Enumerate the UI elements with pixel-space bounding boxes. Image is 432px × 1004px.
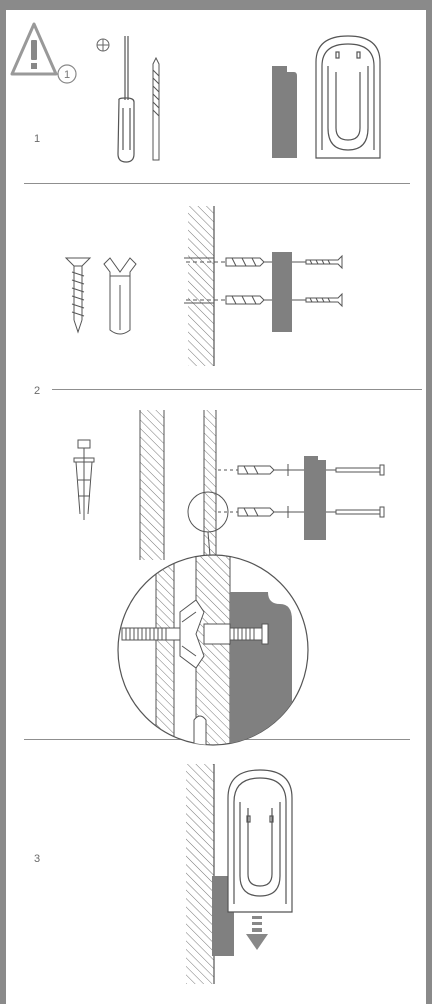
anchor-upper-icon: [186, 257, 272, 267]
screw-icon: [64, 257, 92, 334]
step-number-3: 3: [34, 853, 41, 865]
bolt-lower-icon: [326, 506, 385, 518]
drill-bit-icon: [152, 56, 160, 161]
warning-triangle-icon: 1: [10, 22, 77, 84]
anchor-lower-icon: [186, 295, 272, 305]
mount-screw-lower-icon: [292, 292, 343, 308]
holder-step3-icon: [227, 769, 293, 913]
wall-plug-icon: [103, 257, 137, 335]
magnified-detail-icon: [117, 554, 309, 746]
bracket-hollow-icon: [304, 456, 326, 540]
hollow-wall-icon: [139, 410, 217, 560]
warning-badge: 1: [64, 69, 70, 81]
toggle-anchor-icon: [73, 439, 95, 520]
step-number-2: 2: [34, 385, 41, 397]
holder-front-icon: [315, 35, 381, 159]
wall-icon: [184, 206, 215, 366]
bolt-upper-icon: [326, 464, 385, 476]
toggle-upper-icon: [218, 464, 304, 476]
bracket-icon: [272, 252, 292, 332]
phillips-symbol-icon: [96, 38, 110, 52]
step-number-1: 1: [34, 133, 41, 145]
divider-step-2: [52, 389, 422, 390]
wall-step3-icon: [186, 764, 215, 984]
toggle-lower-icon: [218, 506, 304, 518]
screwdriver-icon: [117, 36, 135, 163]
arrow-down-icon: [246, 916, 268, 950]
divider-step-1: [24, 183, 410, 184]
mount-screw-upper-icon: [292, 254, 343, 270]
bracket-side-icon: [272, 66, 297, 158]
